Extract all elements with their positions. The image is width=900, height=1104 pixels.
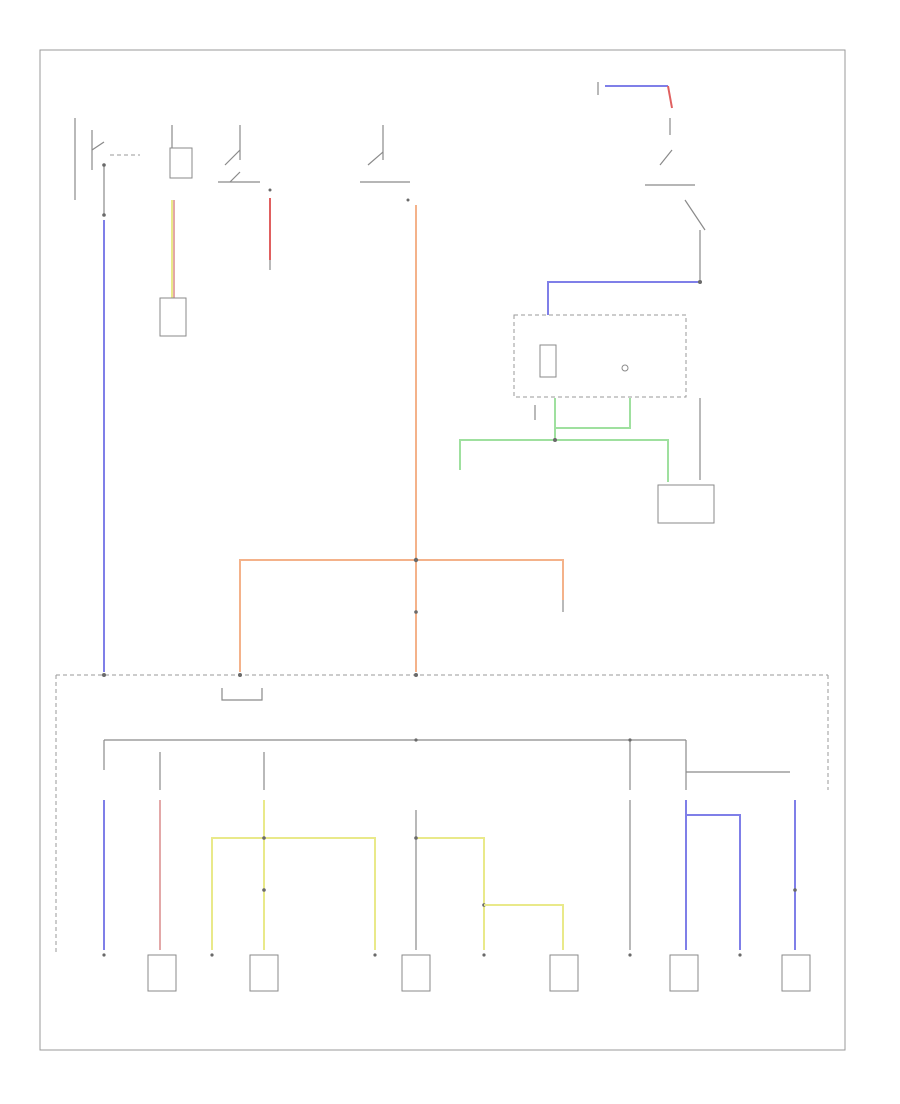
fuse-bus bbox=[103, 675, 829, 790]
bottom-components bbox=[147, 954, 811, 992]
top-right-blue-bus bbox=[547, 281, 700, 315]
right-module-box bbox=[657, 484, 715, 524]
component-box-1 bbox=[159, 125, 193, 337]
switch-group-2 bbox=[218, 125, 272, 270]
terminals bbox=[102, 953, 742, 957]
diagram-border bbox=[39, 49, 846, 1051]
left-switch-group bbox=[74, 118, 140, 217]
orange-bus bbox=[239, 557, 564, 672]
bottom-branches bbox=[103, 800, 797, 950]
green-wiring bbox=[459, 398, 669, 482]
control-module bbox=[513, 314, 687, 420]
switch-group-3 bbox=[360, 125, 410, 202]
top-right-switch bbox=[597, 82, 706, 280]
connector-row bbox=[55, 673, 828, 955]
